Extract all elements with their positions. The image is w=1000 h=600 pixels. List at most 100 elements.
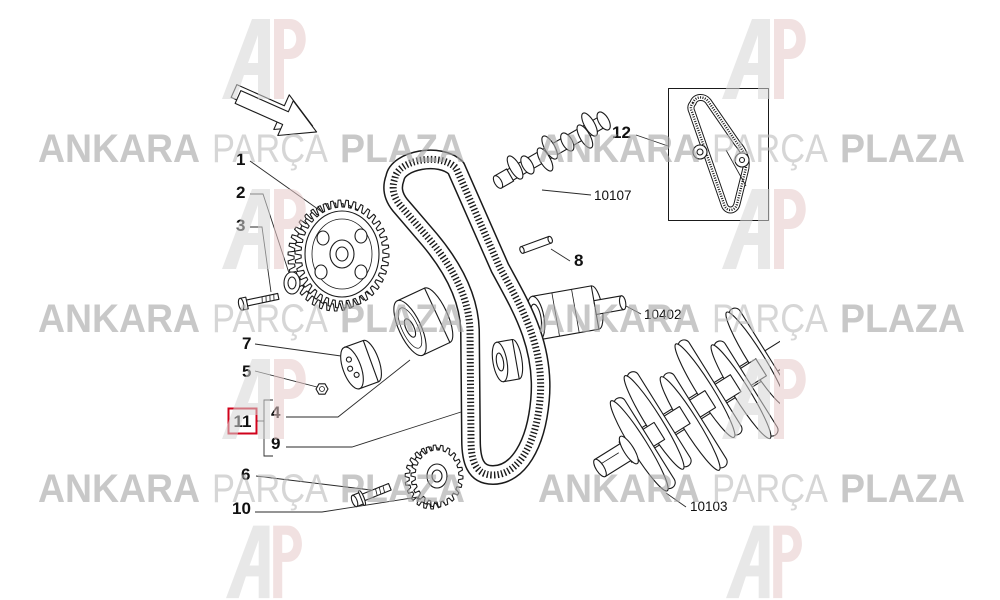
watermark-word-plaza: PLAZA: [840, 467, 965, 511]
dowel-pin: [519, 235, 553, 254]
pulley-bolt-thread: [265, 295, 267, 303]
reference-10107: 10107: [594, 188, 632, 203]
inset-sprocket-hole: [738, 156, 746, 164]
watermark-word-parca: PARÇA: [212, 297, 328, 341]
leader-10107: [541, 189, 592, 196]
camshaft-pulley-hole: [354, 264, 368, 280]
callout-5: 5: [242, 362, 251, 381]
watermark-logo: [722, 19, 806, 99]
camshaft-journal: [596, 111, 611, 131]
watermark-word-plaza: PLAZA: [340, 127, 465, 171]
watermark-word-ankara: ANKARA: [538, 467, 700, 511]
camshaft-lobe: [541, 135, 559, 160]
timing-belt: [383, 149, 551, 485]
callout-6: 6: [241, 465, 250, 484]
reference-10103: 10103: [690, 499, 728, 514]
watermark-word-parca: PARÇA: [712, 467, 828, 511]
tensioner-pulley: [393, 287, 454, 357]
nut-hole: [319, 386, 325, 392]
watermark-word-ankara: ANKARA: [538, 127, 700, 171]
crankshaft-sprocket-bore: [431, 469, 443, 483]
reference-10402: 10402: [644, 307, 682, 322]
camshaft-pulley-bore: [335, 246, 349, 262]
watermark-word-parca: PARÇA: [712, 297, 828, 341]
callout-8: 8: [574, 251, 583, 270]
watermark-word-ankara: ANKARA: [38, 297, 200, 341]
crankshaft-flange: [618, 435, 639, 465]
view-direction-arrow-front: [234, 90, 318, 137]
camshaft-pulley-hole: [314, 264, 328, 280]
watermark-word-parca: PARÇA: [212, 467, 328, 511]
leader-10402: [625, 305, 642, 315]
idler-pulley: [491, 338, 524, 383]
watermark-logo: [222, 19, 306, 99]
watermark-word-ankara: ANKARA: [38, 127, 200, 171]
camshaft-journal: [560, 132, 575, 152]
callout-10: 10: [232, 499, 251, 518]
tensioner-eccentric-hole: [353, 371, 360, 378]
leader-12: [635, 134, 669, 147]
watermark-logo: [726, 525, 802, 599]
crankshaft-bolt-thread: [378, 487, 382, 495]
callout-7: 7: [242, 334, 251, 353]
camshaft-journal: [520, 155, 535, 175]
watermark-word-plaza: PLAZA: [340, 297, 465, 341]
leader-4: [286, 359, 411, 418]
camshaft-lobe: [576, 124, 594, 149]
pulley-bolt-thread: [269, 295, 271, 302]
camshaft-pulley-ring: [311, 218, 373, 290]
pulley-bolt-thread: [273, 294, 275, 301]
callout-12: 12: [612, 123, 631, 142]
idler-pulley-hole: [495, 352, 505, 372]
watermark-word-plaza: PLAZA: [840, 127, 965, 171]
washer-hole: [287, 276, 297, 290]
crankshaft-sprocket: [404, 444, 464, 510]
pulley-bolt-head-face: [237, 297, 245, 311]
callout-2: 2: [236, 183, 245, 202]
tensioner-eccentric-hole: [345, 356, 352, 363]
pulley-bolt-thread: [261, 296, 263, 303]
leader-9: [286, 411, 462, 448]
crankshaft-nose-end: [593, 458, 607, 478]
balance-shaft-spindle-end: [618, 295, 627, 311]
dowel-pin-body: [520, 235, 552, 254]
camshaft-lobe: [506, 155, 524, 180]
balance-shaft-rib: [571, 289, 580, 333]
nut: [315, 383, 329, 395]
watermark-logo: [222, 189, 306, 269]
watermark-word-ankara: ANKARA: [38, 467, 200, 511]
inset-tensioner-hole: [696, 148, 704, 156]
watermark-word-plaza: PLAZA: [340, 467, 465, 511]
leader-6: [255, 475, 372, 491]
leader-1: [249, 160, 323, 213]
camshaft-lobe: [581, 112, 598, 137]
view-direction-arrow: [230, 84, 318, 137]
watermark-word-plaza: PLAZA: [840, 297, 965, 341]
callout-9: 9: [271, 434, 280, 453]
watermark-word-parca: PARÇA: [212, 127, 328, 171]
crankshaft-keyway: [601, 452, 619, 464]
dowel-pin-end: [519, 246, 525, 254]
balance-shaft-rib: [551, 292, 560, 337]
timing-belt-teeth: [389, 155, 545, 479]
crankshaft-bolt-thread: [375, 488, 378, 496]
tensioner-pulley-bearing: [397, 307, 423, 349]
inset-belt-teeth: [689, 96, 748, 212]
tensioner-eccentric: [340, 339, 382, 390]
camshaft-pulley: [287, 199, 390, 312]
tensioner-eccentric-hole: [347, 365, 354, 372]
callout-1: 1: [236, 150, 245, 169]
leader-8: [550, 248, 571, 262]
dowel-pin-end: [547, 235, 553, 244]
watermark-word-ankara: ANKARA: [538, 297, 700, 341]
leader-10103: [665, 492, 687, 508]
tensioner-pulley-hole: [403, 318, 417, 338]
leader-10: [255, 496, 419, 513]
watermark-word-parca: PARÇA: [712, 127, 828, 171]
camshaft-10107: [492, 111, 611, 189]
watermark-logo: [222, 359, 306, 439]
camshaft-lobe: [536, 147, 554, 172]
watermark-logo: [226, 525, 302, 599]
watermark-text: ANKARA PARÇA PLAZA ANKARA PARÇA PLAZA AN…: [38, 127, 965, 511]
